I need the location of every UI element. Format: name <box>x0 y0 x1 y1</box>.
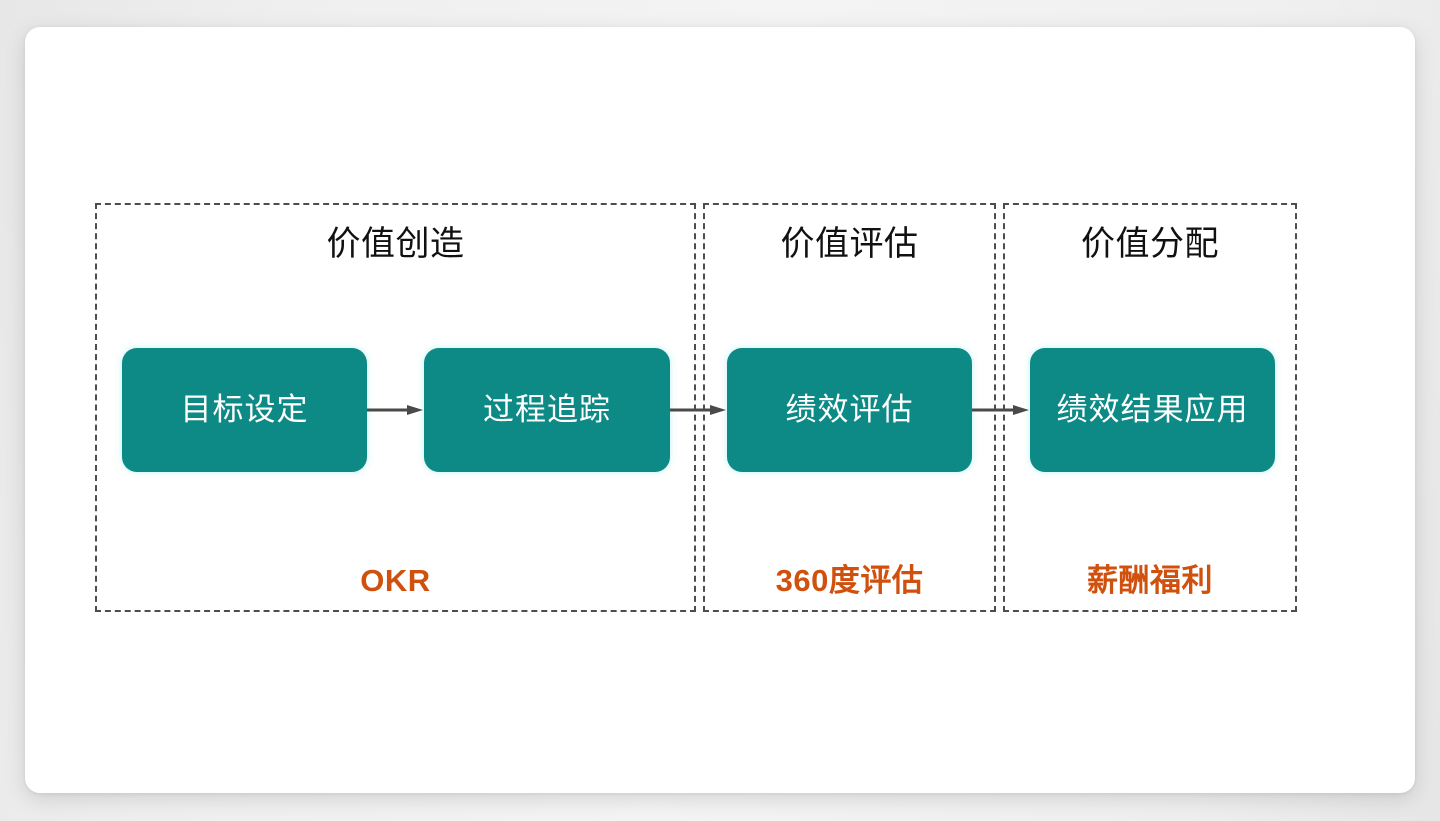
process-step-label: 绩效结果应用 <box>1056 392 1249 427</box>
phase-tag: 360度评估 <box>775 563 924 598</box>
process-step-label: 绩效评估 <box>785 392 914 427</box>
phase-section-value-distribution[interactable]: 价值分配 薪酬福利 <box>1003 203 1297 612</box>
process-step-label: 过程追踪 <box>483 392 611 427</box>
process-step-label: 目标设定 <box>180 392 309 427</box>
slide-card: 价值创造 OKR 价值评估 360度评估 价值分配 薪酬福利 目标设定 过程追踪… <box>25 27 1415 793</box>
process-step-box[interactable]: 过程追踪 <box>424 348 670 472</box>
arrow-right-icon <box>972 403 1030 417</box>
phase-section-value-creation[interactable]: 价值创造 OKR <box>95 203 696 612</box>
phase-tag: OKR <box>360 563 431 598</box>
process-step-box[interactable]: 目标设定 <box>122 348 367 472</box>
phase-title: 价值创造 <box>326 225 465 263</box>
phase-title: 价值评估 <box>780 225 919 263</box>
process-flow-diagram: 价值创造 OKR 价值评估 360度评估 价值分配 薪酬福利 目标设定 过程追踪… <box>25 27 1415 793</box>
process-step-box[interactable]: 绩效结果应用 <box>1030 348 1275 472</box>
phase-title: 价值分配 <box>1081 225 1219 263</box>
phase-section-value-evaluation[interactable]: 价值评估 360度评估 <box>703 203 996 612</box>
process-step-box[interactable]: 绩效评估 <box>727 348 972 472</box>
phase-tag: 薪酬福利 <box>1087 563 1213 598</box>
arrow-right-icon <box>670 403 727 417</box>
arrow-right-icon <box>367 403 424 417</box>
